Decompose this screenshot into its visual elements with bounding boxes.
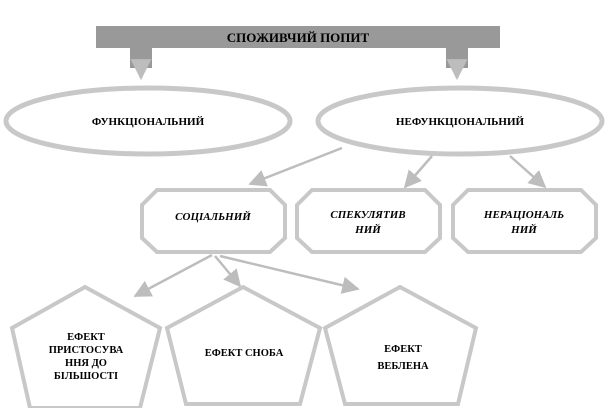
arrows-to-level3	[133, 253, 360, 298]
arrows-to-level2	[248, 146, 547, 189]
node-social-label: СОЦІАЛЬНИЙ	[175, 211, 251, 223]
top-node: СПОЖИВЧИЙ ПОПИТ	[96, 26, 500, 81]
node-functional: ФУНКЦІОНАЛЬНИЙ	[3, 85, 293, 157]
node-veblen-label-1: ЕФЕКТ	[384, 344, 422, 355]
node-irrational: НЕРАЦІОНАЛЬ НИЙ	[451, 188, 598, 254]
node-social: СОЦІАЛЬНИЙ	[140, 188, 287, 254]
node-nonfunctional: НЕФУНКЦІОНАЛЬНИЙ	[315, 85, 605, 157]
node-nonfunctional-label: НЕФУНКЦІОНАЛЬНИЙ	[396, 116, 525, 128]
top-node-box	[96, 26, 500, 48]
top-node-label: СПОЖИВЧИЙ ПОПИТ	[227, 30, 370, 45]
node-irrational-label-1: НЕРАЦІОНАЛЬ	[483, 209, 564, 221]
node-irrational-label-2: НИЙ	[510, 224, 537, 236]
node-veblen: ЕФЕКТ ВЕБЛЕНА	[322, 284, 479, 406]
node-functional-label: ФУНКЦІОНАЛЬНИЙ	[92, 116, 205, 128]
node-bandwagon: ЕФЕКТ ПРИСТОСУВА ННЯ ДО БІЛЬШОСТІ	[9, 284, 163, 408]
node-bandwagon-label-1: ЕФЕКТ	[67, 332, 105, 343]
node-snob: ЕФЕКТ СНОБА	[164, 284, 323, 406]
node-bandwagon-label-3: ННЯ ДО	[65, 358, 107, 369]
node-speculative: СПЕКУЛЯТИВ НИЙ	[295, 188, 442, 254]
node-veblen-label-2: ВЕБЛЕНА	[377, 361, 429, 372]
arrow-to-veblen	[219, 254, 360, 294]
arrow-to-bandwagon	[133, 253, 213, 298]
arrow-to-social	[248, 146, 343, 187]
arrow-to-speculative	[403, 155, 433, 189]
node-speculative-label-2: НИЙ	[354, 224, 381, 236]
node-bandwagon-label-2: ПРИСТОСУВА	[49, 345, 124, 356]
arrow-to-irrational	[509, 155, 547, 189]
node-speculative-label-1: СПЕКУЛЯТИВ	[330, 209, 405, 221]
arrow-to-snob	[214, 255, 242, 288]
node-snob-label: ЕФЕКТ СНОБА	[205, 348, 284, 359]
node-bandwagon-label-4: БІЛЬШОСТІ	[54, 371, 118, 382]
